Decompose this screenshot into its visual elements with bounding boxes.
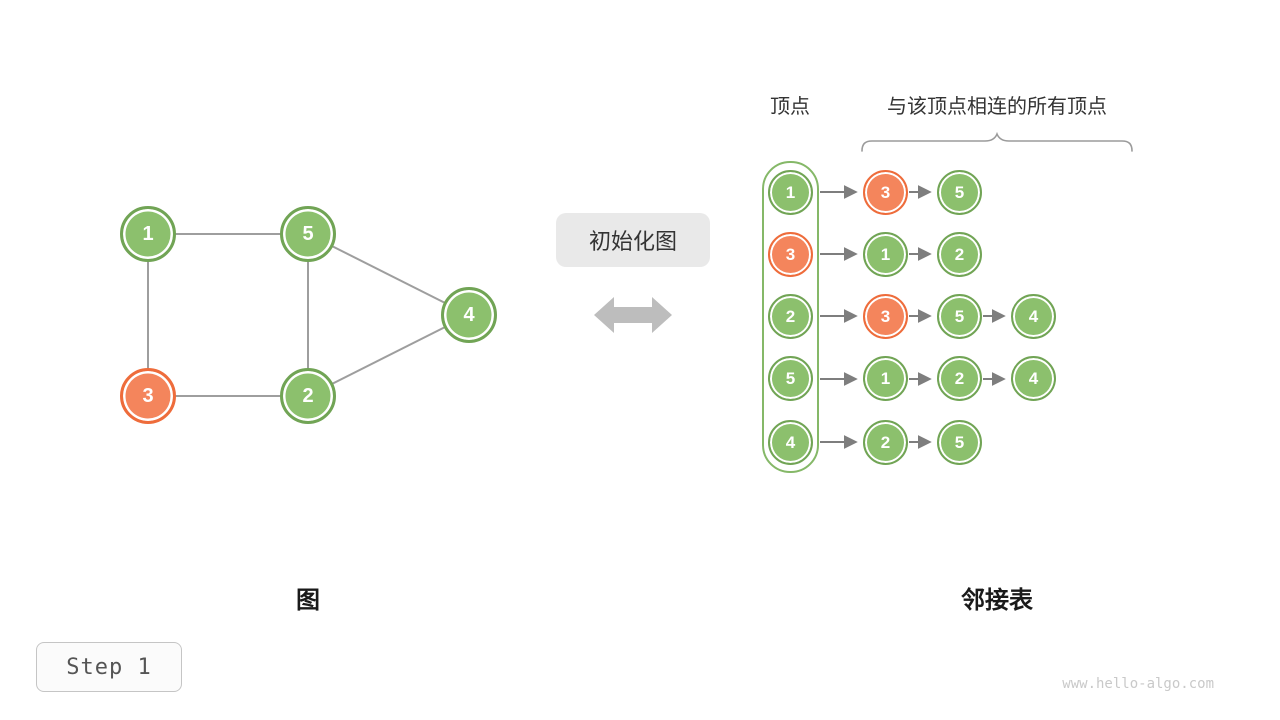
adjacency-neighbor-node: 4 xyxy=(1011,356,1056,401)
graph-vertex: 5 xyxy=(280,206,336,262)
adjacency-neighbor-node: 5 xyxy=(937,420,982,465)
adjacency-neighbor-node: 2 xyxy=(863,420,908,465)
adjacency-vertex: 4 xyxy=(768,420,813,465)
curly-brace xyxy=(861,131,1133,152)
watermark: www.hello-algo.com xyxy=(1062,676,1214,692)
adjacency-arrows xyxy=(820,185,1006,449)
adjacency-vertex: 5 xyxy=(768,356,813,401)
adjacency-vertex: 1 xyxy=(768,170,813,215)
adjacency-caption: 邻接表 xyxy=(961,587,1033,614)
graph-edge xyxy=(307,233,470,316)
adjacency-vertex: 2 xyxy=(768,294,813,339)
graph-vertex: 2 xyxy=(280,368,336,424)
graph-vertex: 1 xyxy=(120,206,176,262)
adjacency-neighbor-node: 1 xyxy=(863,232,908,277)
adjacency-neighbor-node: 5 xyxy=(937,170,982,215)
adjacency-neighbor-node: 1 xyxy=(863,356,908,401)
graph-vertex: 4 xyxy=(441,287,497,343)
left-right-arrow-icon xyxy=(594,297,672,333)
vertex-column-outline xyxy=(762,161,819,473)
graph-caption: 图 xyxy=(296,587,320,614)
adjacency-neighbor-node: 5 xyxy=(937,294,982,339)
adjacency-vertex: 3 xyxy=(768,232,813,277)
step-badge: Step 1 xyxy=(36,642,182,692)
adjacency-neighbors-header: 与该顶点相连的所有顶点 xyxy=(887,96,1107,118)
graph-edge xyxy=(307,314,470,397)
adjacency-neighbor-node: 2 xyxy=(937,356,982,401)
transition-label: 初始化图 xyxy=(556,213,710,267)
graph-vertex: 3 xyxy=(120,368,176,424)
adjacency-neighbor-node: 3 xyxy=(863,294,908,339)
adjacency-neighbor-node: 4 xyxy=(1011,294,1056,339)
adjacency-vertex-header: 顶点 xyxy=(770,96,810,118)
adjacency-neighbor-node: 2 xyxy=(937,232,982,277)
adjacency-neighbor-node: 3 xyxy=(863,170,908,215)
